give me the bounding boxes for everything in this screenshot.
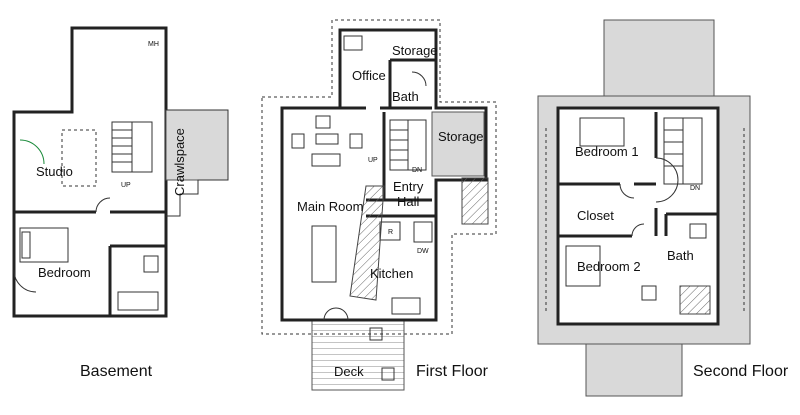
bedroom2-bed-icon bbox=[565, 245, 601, 287]
basement-mh-label: MH bbox=[148, 41, 159, 48]
first-floor-plan: Storage Office Bath Storage Main Room En… bbox=[261, 19, 497, 391]
sofa-icon bbox=[311, 153, 341, 167]
roof-bottom-area bbox=[585, 343, 683, 397]
hall-label: Hall bbox=[397, 194, 420, 209]
basement-caption: Basement bbox=[80, 363, 153, 380]
deck-label: Deck bbox=[334, 364, 364, 379]
first-dn-label: DN bbox=[412, 167, 422, 174]
kitchen-floor-hatch bbox=[349, 185, 385, 301]
coffee-table-icon bbox=[315, 133, 339, 145]
basement-tub-icon bbox=[117, 291, 159, 311]
first-up-label: UP bbox=[368, 157, 378, 164]
bedroom1-bed-icon bbox=[579, 117, 625, 147]
first-storage-right-label: Storage bbox=[438, 129, 484, 144]
basement-toilet-icon bbox=[143, 255, 159, 273]
bedroom1-label: Bedroom 1 bbox=[575, 144, 639, 159]
dishwasher-icon bbox=[413, 221, 433, 243]
bedroom2-chair-icon bbox=[641, 285, 657, 301]
office-label: Office bbox=[352, 68, 386, 83]
storage-right-area bbox=[431, 111, 485, 177]
refrigerator-label: R bbox=[388, 229, 393, 236]
deck-chair-icon bbox=[369, 327, 383, 341]
second-bath-label: Bath bbox=[667, 248, 694, 263]
deck-area bbox=[311, 319, 405, 391]
basement-plan: Studio Bedroom Crawlspace UP MH Basement bbox=[12, 26, 229, 380]
kitchen-label: Kitchen bbox=[370, 266, 413, 281]
closet-label: Closet bbox=[577, 208, 614, 223]
first-storage-top-label: Storage bbox=[392, 43, 438, 58]
basement-up-label: UP bbox=[121, 182, 131, 189]
fireplace-icon bbox=[315, 115, 331, 129]
second-dn-label: DN bbox=[690, 185, 700, 192]
basement-door-icon bbox=[19, 139, 45, 165]
basement-beam-outline bbox=[61, 129, 97, 187]
dishwasher-label: DW bbox=[417, 248, 429, 255]
basement-bedroom-label: Bedroom bbox=[38, 265, 91, 280]
first-bath-label: Bath bbox=[392, 89, 419, 104]
armchair-icon bbox=[291, 133, 305, 149]
first-floor-outer-wall bbox=[280, 28, 488, 322]
basement-bed-icon bbox=[19, 227, 69, 263]
main-room-label: Main Room bbox=[297, 199, 363, 214]
crawlspace-label: Crawlspace bbox=[172, 128, 187, 196]
first-floor-caption: First Floor bbox=[416, 363, 489, 380]
stove-icon bbox=[391, 297, 421, 315]
entry-label: Entry bbox=[393, 179, 424, 194]
shower-icon bbox=[679, 285, 711, 315]
studio-label: Studio bbox=[36, 164, 73, 179]
dining-table-icon bbox=[311, 225, 337, 283]
entry-stoop bbox=[461, 177, 489, 225]
bedroom2-label: Bedroom 2 bbox=[577, 259, 641, 274]
second-sink-icon bbox=[689, 223, 707, 239]
second-floor-caption: Second Floor bbox=[693, 363, 789, 380]
basement-outer-wall bbox=[12, 26, 168, 318]
second-floor-plan: Bedroom 1 Closet Bedroom 2 Bath DN Secon… bbox=[537, 19, 789, 397]
office-desk-icon bbox=[343, 35, 363, 51]
